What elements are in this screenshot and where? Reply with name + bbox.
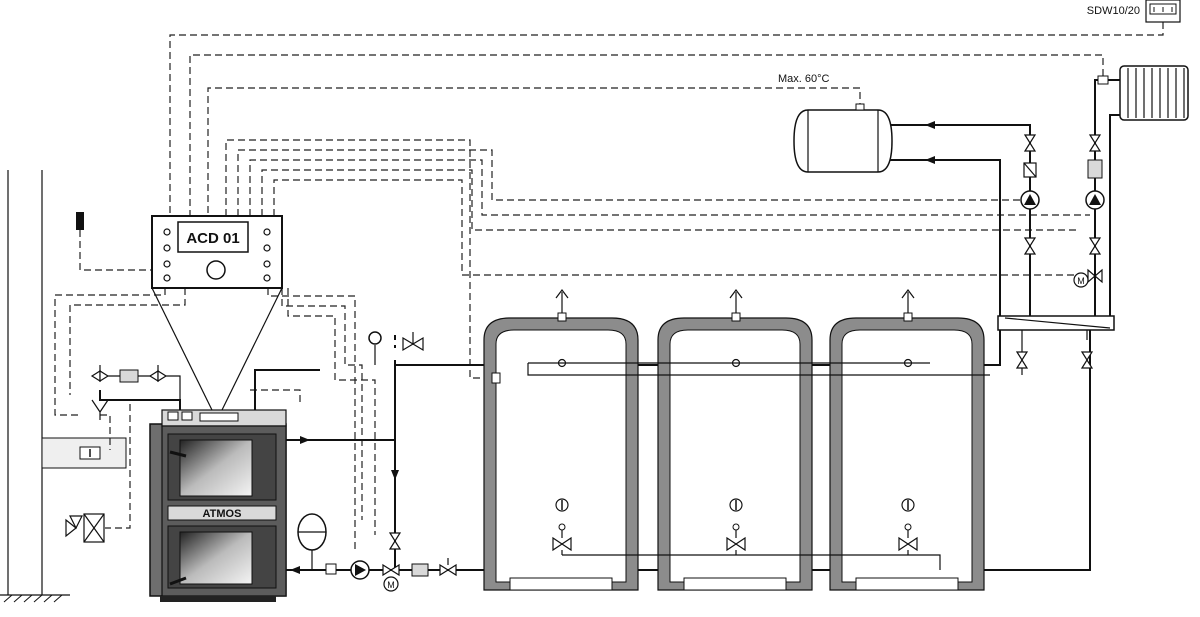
safety-valve-icon: [402, 332, 424, 352]
tank-valve-icon: [898, 523, 918, 555]
accumulation-tank: [829, 289, 985, 591]
atmos-boiler: ATMOS: [149, 409, 287, 602]
tank-valve-icon: [552, 523, 572, 555]
signal-wiring: [54, 22, 1164, 550]
dhw-temp-label: Max. 60°C: [778, 73, 830, 85]
controller-label: ACD 01: [186, 230, 239, 247]
radiator-icon: [1097, 65, 1189, 121]
return-pump-group: M: [325, 532, 457, 592]
thermostat-icon: SDW10/20: [1087, 0, 1181, 23]
dhw-heater: Max. 60°C: [778, 73, 893, 173]
accumulation-tanks: [483, 289, 990, 591]
accumulation-tank: [657, 289, 813, 591]
thermal-valve-group: [90, 365, 181, 420]
accumulation-tank: [483, 289, 639, 591]
boiler-brand-label: ATMOS: [203, 508, 242, 520]
expansion-vessel-icon: [297, 513, 327, 570]
distributor-valves: [1015, 330, 1094, 375]
dhw-circuit: [890, 121, 1040, 316]
heating-circuit: M: [1073, 79, 1120, 316]
room-sensor-icon: [76, 212, 84, 230]
thermostat-label: SDW10/20: [1087, 5, 1140, 17]
tank-valve-icon: [726, 523, 746, 555]
drain-valve-icon: [65, 513, 105, 543]
acd-controller: ACD 01: [151, 215, 283, 411]
building-wall: [0, 170, 127, 603]
pressure-gauge-icon: [368, 331, 382, 365]
distributor: [997, 315, 1115, 331]
svg-text:M: M: [1077, 276, 1085, 286]
svg-text:M: M: [387, 580, 395, 590]
